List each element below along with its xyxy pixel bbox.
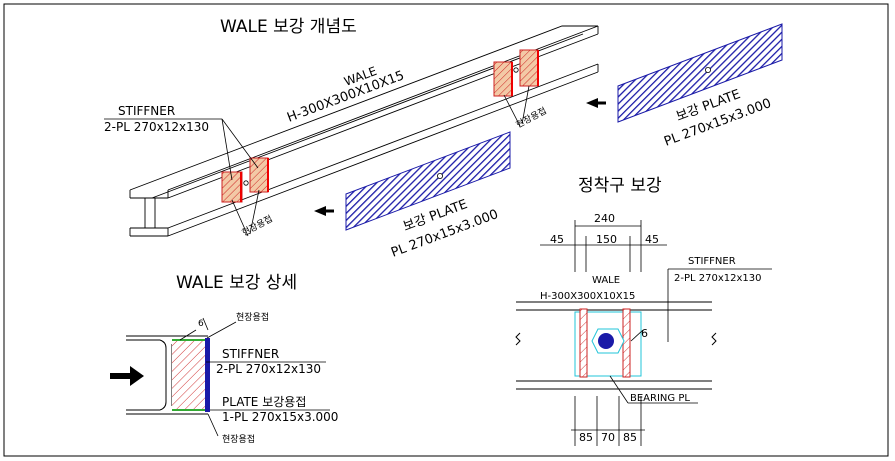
anchor-dim-left: 45	[550, 233, 564, 246]
anchor-dim-mid: 150	[596, 233, 617, 246]
anchor-dim-b1: 85	[579, 431, 593, 444]
concept-plate-upper	[617, 23, 783, 123]
anchor-dim-b2: 70	[601, 431, 615, 444]
concept-arrow-lower	[314, 206, 334, 216]
svg-text:현장용접: 현장용접	[240, 213, 275, 239]
anchor-stiffener-right	[622, 308, 631, 378]
anchor-bottom-dimensions	[571, 396, 645, 446]
svg-text:현장용접: 현장용접	[514, 105, 549, 131]
detail-plate-spec: 1-PL 270x15x3.000	[222, 410, 338, 424]
detail-stiffener-hatch	[172, 340, 206, 410]
anchor-stiffener-label: STIFFNER	[688, 256, 736, 267]
drawing-frame	[3, 3, 889, 457]
concept-stiffeners-left	[221, 157, 269, 203]
detail-stiffener-spec: 2-PL 270x12x130	[216, 362, 321, 376]
anchor-bearing-label: BEARING PL	[630, 393, 690, 404]
concept-stiffener-spec: 2-PL 270x12x130	[104, 120, 209, 134]
anchor-wale-label: WALE	[592, 275, 620, 286]
anchor-weld-size: 6	[641, 327, 648, 340]
anchor-bearing-plate-outline	[574, 311, 642, 377]
detail-stiffener-label: STIFFNER	[222, 347, 279, 361]
detail-plate	[205, 338, 210, 412]
detail-field-weld-top: 현장용접	[236, 311, 269, 323]
anchor-title: 정착구 보강	[578, 176, 662, 196]
detail-plate-label: PLATE 보강용접	[222, 395, 306, 409]
detail-field-weld-bottom: 현장용접	[222, 433, 255, 445]
anchor-beam-elevation	[515, 301, 717, 390]
anchor-dim-b3: 85	[623, 431, 637, 444]
anchor-bolt-icon	[598, 333, 614, 349]
anchor-stiffener-spec: 2-PL 270x12x130	[674, 273, 762, 284]
anchor-top-dimensions	[540, 220, 667, 272]
concept-stiffener-leaders	[104, 118, 259, 181]
concept-arrow-upper	[586, 98, 606, 108]
anchor-wale-section: H-300X300X10X15	[540, 291, 635, 302]
detail-arrow	[110, 366, 144, 386]
concept-stiffeners-right	[493, 49, 539, 97]
detail-weld-size: 6	[198, 319, 204, 329]
concept-stiffener-label: STIFFNER	[118, 104, 175, 118]
detail-title: WALE 보강 상세	[176, 273, 297, 293]
anchor-stiffener-left	[579, 308, 588, 378]
anchor-dim-total: 240	[594, 212, 615, 225]
concept-plate-lower	[345, 131, 511, 231]
anchor-dim-right: 45	[645, 233, 659, 246]
concept-title: WALE 보강 개념도	[220, 17, 357, 37]
